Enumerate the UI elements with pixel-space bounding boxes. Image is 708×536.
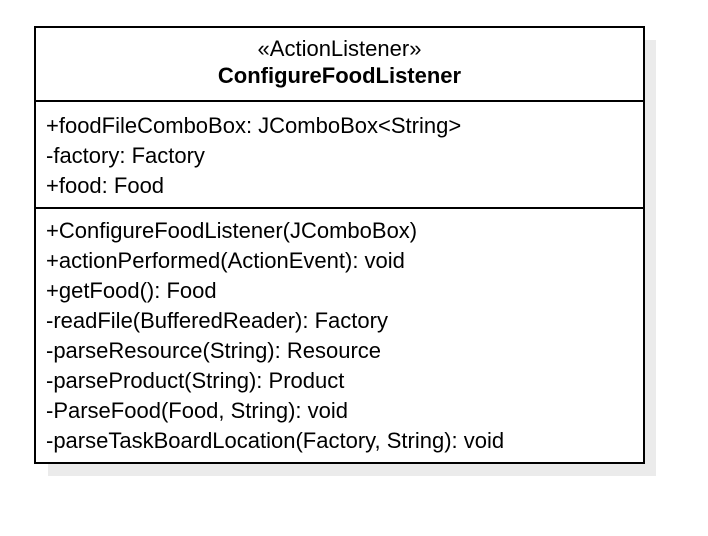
attribute-item: +food: Food — [46, 173, 165, 198]
operation-item: -parseTaskBoardLocation(Factory, String)… — [46, 428, 505, 453]
operation-item: +ConfigureFoodListener(JComboBox) — [46, 218, 418, 243]
attributes-compartment: +foodFileComboBox: JComboBox<String> -fa… — [36, 102, 643, 209]
operation-item: -parseProduct(String): Product — [46, 368, 345, 393]
operation-item: -readFile(BufferedReader): Factory — [46, 308, 388, 333]
uml-class-box[interactable]: «ActionListener» ConfigureFoodListener +… — [34, 26, 645, 464]
attribute-item: +foodFileComboBox: JComboBox<String> — [46, 113, 462, 138]
class-stereotype: «ActionListener» — [257, 36, 422, 61]
operation-item: -ParseFood(Food, String): void — [46, 398, 349, 423]
operation-item: +getFood(): Food — [46, 278, 217, 303]
operations-compartment: +ConfigureFoodListener(JComboBox) +actio… — [36, 209, 643, 456]
class-header: «ActionListener» ConfigureFoodListener — [36, 28, 643, 102]
operation-item: +actionPerformed(ActionEvent): void — [46, 248, 405, 273]
operation-item: -parseResource(String): Resource — [46, 338, 382, 363]
attribute-item: -factory: Factory — [46, 143, 205, 168]
class-name: ConfigureFoodListener — [217, 63, 462, 88]
